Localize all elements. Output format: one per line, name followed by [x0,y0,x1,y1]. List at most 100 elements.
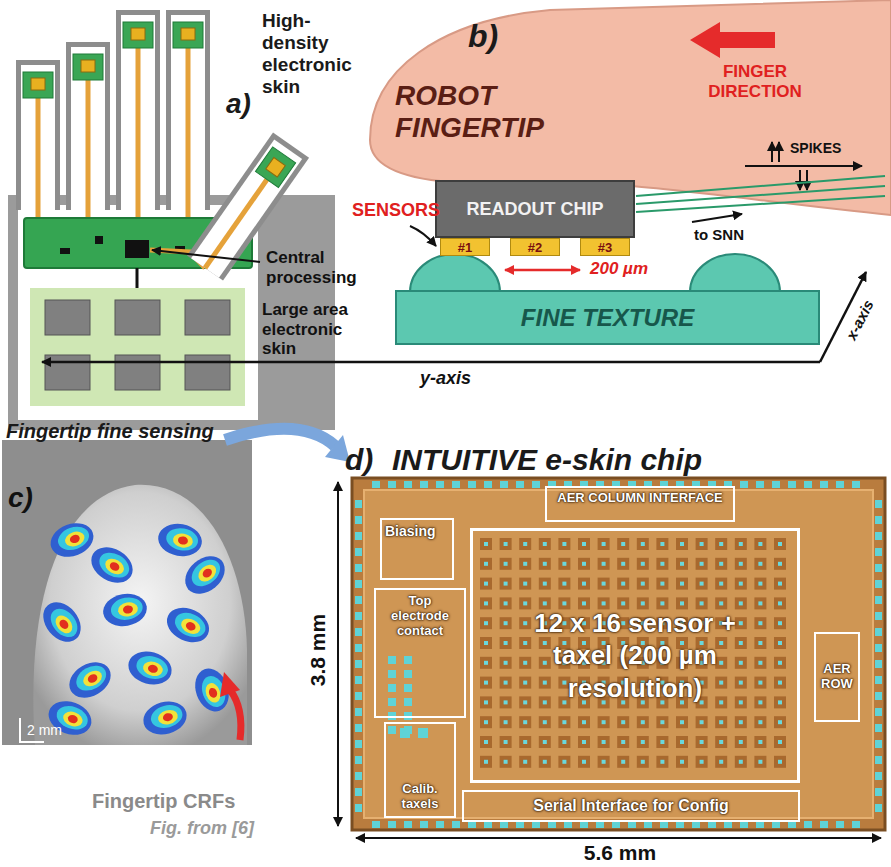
taxel-dot [700,542,704,546]
bond-pad [724,821,732,828]
taxel-cell [598,756,610,768]
svg-line [806,170,808,190]
taxel-cell [656,597,668,609]
bond-pad [875,708,882,716]
bond-pad [708,821,716,828]
taxel-dot [700,601,704,605]
svg-path [230,690,241,740]
bond-pad [355,596,362,604]
taxel-dot [739,700,743,704]
panel-letter: d) [345,442,373,478]
taxel-dot [680,760,684,764]
chip-die [352,478,885,830]
taxel-cell [598,578,610,590]
bond-pad [532,481,540,488]
node-text: #1 [458,241,472,254]
taxel-cell [656,578,668,590]
taxel-dot [739,621,743,625]
taxel-dot [778,621,782,625]
electrode-pad [388,698,396,706]
taxel-dot [504,740,508,744]
pitch-arrow [505,269,580,272]
taxel-cell [754,756,766,768]
taxel-cell [480,677,492,689]
bond-pad [580,821,588,828]
svg-line [152,250,260,262]
bond-pad [355,660,362,668]
taxel-cell [656,558,668,570]
taxel-dot [504,542,508,546]
taxel-dot [504,562,508,566]
taxel-dot [523,661,527,665]
svg-use [85,540,139,590]
bond-pad [355,644,362,652]
electrode-pad [388,670,396,678]
taxel-dot [719,661,723,665]
bond-pad [804,821,812,828]
taxel-dot [778,582,782,586]
taxel-cell [519,677,531,689]
svg-rect [60,248,70,254]
node-text: Biasing [385,523,436,539]
taxel-dot [660,740,664,744]
bond-pad [355,500,362,508]
taxel-dot [504,601,508,605]
axes [42,272,866,362]
bond-pad [355,740,362,748]
bond-pad [875,548,882,556]
taxel-cell [617,716,629,728]
svg-path [20,718,44,742]
taxel-dot [778,562,782,566]
taxel-cell [735,657,747,669]
taxel-dot [778,641,782,645]
bond-pad [420,821,428,828]
taxel-cell [539,597,551,609]
taxel-cell [519,538,531,550]
taxel-cell [519,597,531,609]
svg-use [63,655,117,705]
taxel-cell [578,538,590,550]
taxel-cell [774,578,786,590]
svg-rect [255,147,295,188]
taxel-cell [656,538,668,550]
signal-label: to SNN [694,226,744,243]
taxel-cell [480,558,492,570]
taxel-cell [519,716,531,728]
taxel-cell [656,716,668,728]
bond-pad [692,821,700,828]
taxel-dot [641,740,645,744]
bond-pad [852,821,860,828]
taxel-cell [735,696,747,708]
taxel-cell [480,657,492,669]
taxel-dot [758,700,762,704]
taxel-cell [715,677,727,689]
svg-line [136,48,141,232]
electrode-pad [388,684,396,692]
svg-rect [352,478,885,830]
taxel-cell [617,736,629,748]
taxel-cell [715,736,727,748]
taxel-cell [637,597,649,609]
taxel-dot [739,542,743,546]
taxel-cell [696,578,708,590]
panel-letter: a) [226,88,251,120]
bond-pad [355,804,362,812]
caption-label: Fingertip CRFs [92,790,235,813]
svg-rect [31,78,45,90]
taxel-cell [480,597,492,609]
aer-column-block: AER COLUMN INTERFACE [545,486,735,522]
node-text: 12 x 16 sensor + taxel (200 µm resolutio… [510,607,760,705]
finger-3 [116,10,160,232]
taxel-cell [617,756,629,768]
taxel-dot [758,641,762,645]
taxel-cell [500,756,512,768]
bond-pad [875,692,882,700]
taxel-cell [696,716,708,728]
taxel-cell [735,716,747,728]
svg-use [101,590,150,629]
taxel-dot [582,760,586,764]
taxel-cell [539,637,551,649]
bond-pad [420,481,428,488]
node-text: READOUT CHIP [466,199,603,220]
